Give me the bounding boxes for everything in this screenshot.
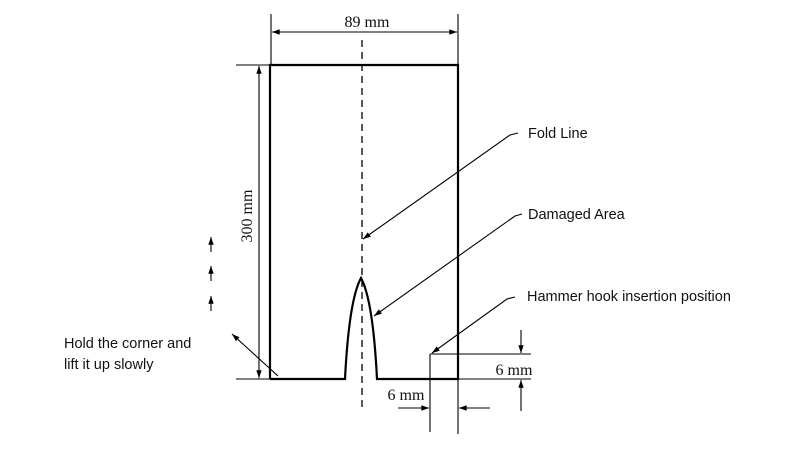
hold-corner-arrow xyxy=(231,333,279,377)
fold-line-leader xyxy=(362,132,519,240)
hammer-hook-leader xyxy=(431,296,516,354)
hold-corner-label-line2: lift it up slowly xyxy=(64,357,154,373)
height-label: 300 mm xyxy=(239,189,256,242)
height-dimension: 300 mm xyxy=(236,64,345,380)
hook-vertical-offset-label: 6 mm xyxy=(496,362,533,379)
hammer-hook-label: Hammer hook insertion position xyxy=(527,289,731,305)
hold-corner-label-line1: Hold the corner and xyxy=(64,336,191,352)
hook-position-dimensions: 6 mm 6 mm xyxy=(377,330,533,434)
damaged-area-leader xyxy=(373,213,523,317)
specimen-outline xyxy=(268,63,460,381)
damaged-area-label: Damaged Area xyxy=(528,207,626,223)
width-label: 89 mm xyxy=(345,14,390,31)
hook-horizontal-offset-label: 6 mm xyxy=(388,387,425,404)
width-dimension: 89 mm xyxy=(270,14,459,65)
fold-line-label: Fold Line xyxy=(528,126,588,142)
